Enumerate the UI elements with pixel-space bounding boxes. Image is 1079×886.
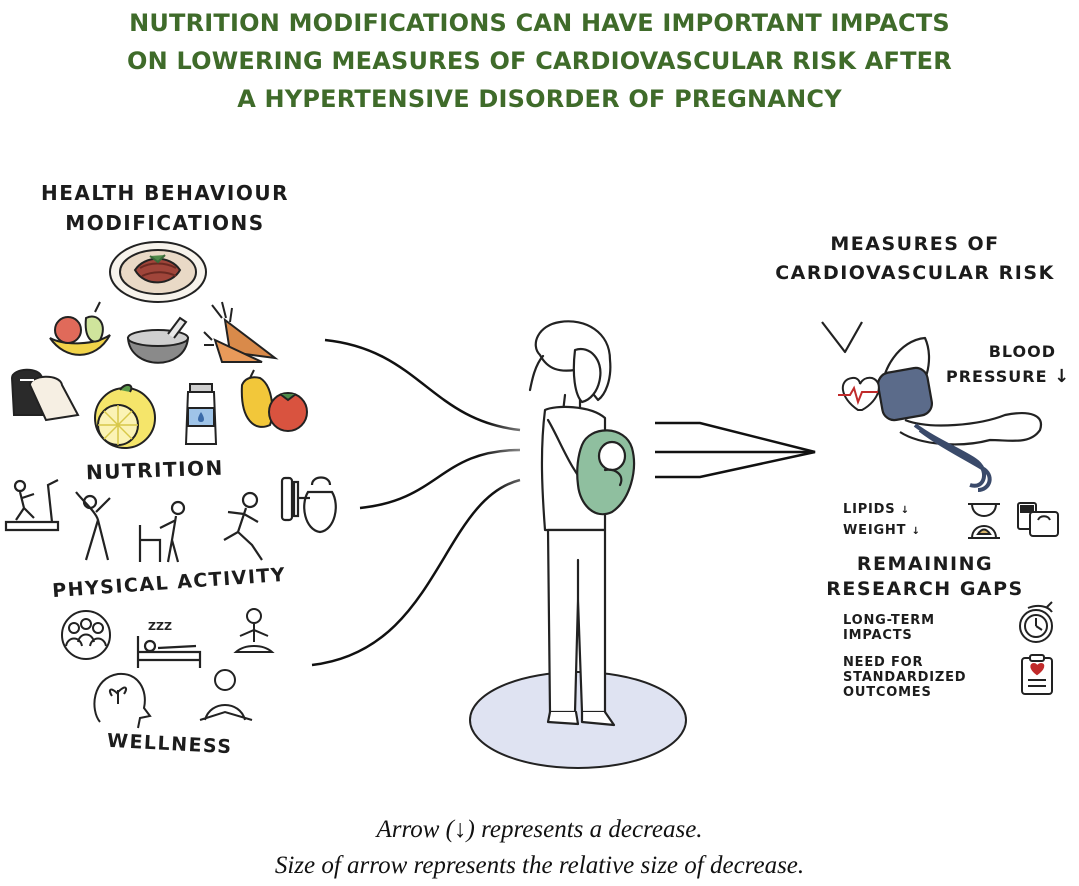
bp-line-2-text: PRESSURE <box>946 367 1048 386</box>
head-plant-icon <box>93 672 152 729</box>
caption-arrow-icon: ↓ <box>454 816 467 843</box>
long-term-impacts-label: LONG-TERM IMPACTS <box>843 613 935 643</box>
connector-right <box>655 421 816 479</box>
bread-icon <box>10 368 80 422</box>
stopwatch-icon <box>1019 601 1053 643</box>
title-line-3: A HYPERTENSIVE DISORDER OF PREGNANCY <box>237 85 842 113</box>
heart-rate-icon <box>838 376 880 411</box>
caption-line-1: Arrow (↓) represents a decrease. <box>0 812 1079 848</box>
health-behaviour-line-1: HEALTH BEHAVIOUR <box>41 181 289 205</box>
spaghetti-plate-icon <box>109 241 207 303</box>
lemon-icon <box>94 384 156 449</box>
connector-lines <box>311 338 521 667</box>
svg-text:ZZZ: ZZZ <box>148 620 172 633</box>
running-person-icon <box>223 491 263 561</box>
need-line-2: STANDARDIZED <box>843 670 967 685</box>
caption-line-1-post: ) represents a decrease. <box>466 816 703 843</box>
weight-label: WEIGHT ↓ <box>843 523 921 539</box>
lipids-text: LIPIDS <box>843 502 896 517</box>
weight-text: WEIGHT <box>843 523 907 538</box>
health-behaviour-header: HEALTH BEHAVIOUR MODIFICATIONS <box>20 178 310 238</box>
mother-with-baby-figure <box>528 320 636 727</box>
dumbbell-kettlebell-icon <box>280 476 337 534</box>
caption: Arrow (↓) represents a decrease. Size of… <box>0 812 1079 884</box>
stretching-person-icon <box>75 491 111 561</box>
research-gaps-header: REMAINING RESEARCH GAPS <box>815 552 1035 602</box>
need-line-3: OUTCOMES <box>843 685 932 700</box>
fruit-bowl-icon <box>49 301 111 356</box>
blood-pressure-label: BLOOD PRESSURE ↓ <box>946 339 1069 389</box>
milk-bottle-icon <box>184 383 218 445</box>
measures-header: MEASURES OF CARDIOVASCULAR RISK <box>775 230 1055 288</box>
connector-wellness <box>311 478 521 667</box>
reading-person-icon <box>199 669 253 721</box>
long-term-line-1: LONG-TERM <box>843 613 935 628</box>
chair-exercise-icon <box>138 500 186 563</box>
page-title: NUTRITION MODIFICATIONS CAN HAVE IMPORTA… <box>0 4 1079 118</box>
long-term-line-2: IMPACTS <box>843 628 913 643</box>
group-circle-icon <box>61 610 111 660</box>
treadmill-icon <box>4 479 60 532</box>
mortar-pestle-icon <box>126 316 190 364</box>
blood-pressure-cuff-icon <box>821 321 1043 492</box>
bp-line-1: BLOOD <box>988 342 1056 361</box>
caption-line-1-pre: Arrow ( <box>376 816 454 843</box>
title-line-1: NUTRITION MODIFICATIONS CAN HAVE IMPORTA… <box>129 9 950 37</box>
decrease-arrow-small-icon: ↓ <box>911 526 921 537</box>
clipboard-heart-icon <box>1021 654 1053 695</box>
decrease-arrow-icon: ↓ <box>1054 366 1071 387</box>
measures-line-1: MEASURES OF <box>830 233 1000 255</box>
peppers-tomato-icon <box>240 369 308 432</box>
sleeping-bed-icon: ZZZ <box>136 620 202 668</box>
gaps-line-1: REMAINING <box>856 553 994 575</box>
gaps-line-2: RESEARCH GAPS <box>826 578 1024 600</box>
hourglass-icon <box>968 503 1000 539</box>
decrease-arrow-small-icon: ↓ <box>900 505 910 516</box>
measures-line-2: CARDIOVASCULAR RISK <box>775 262 1055 284</box>
lipids-label: LIPIDS ↓ <box>843 502 910 518</box>
title-line-2: ON LOWERING MEASURES OF CARDIOVASCULAR R… <box>127 47 952 75</box>
scale-icon <box>1017 502 1059 537</box>
carrots-icon <box>203 301 279 363</box>
meditation-icon <box>233 608 275 653</box>
need-line-1: NEED FOR <box>843 655 924 670</box>
bp-line-2: PRESSURE ↓ <box>946 364 1069 389</box>
caption-line-2: Size of arrow represents the relative si… <box>274 852 805 879</box>
health-behaviour-line-2: MODIFICATIONS <box>65 211 265 235</box>
standardized-outcomes-label: NEED FOR STANDARDIZED OUTCOMES <box>843 655 966 700</box>
